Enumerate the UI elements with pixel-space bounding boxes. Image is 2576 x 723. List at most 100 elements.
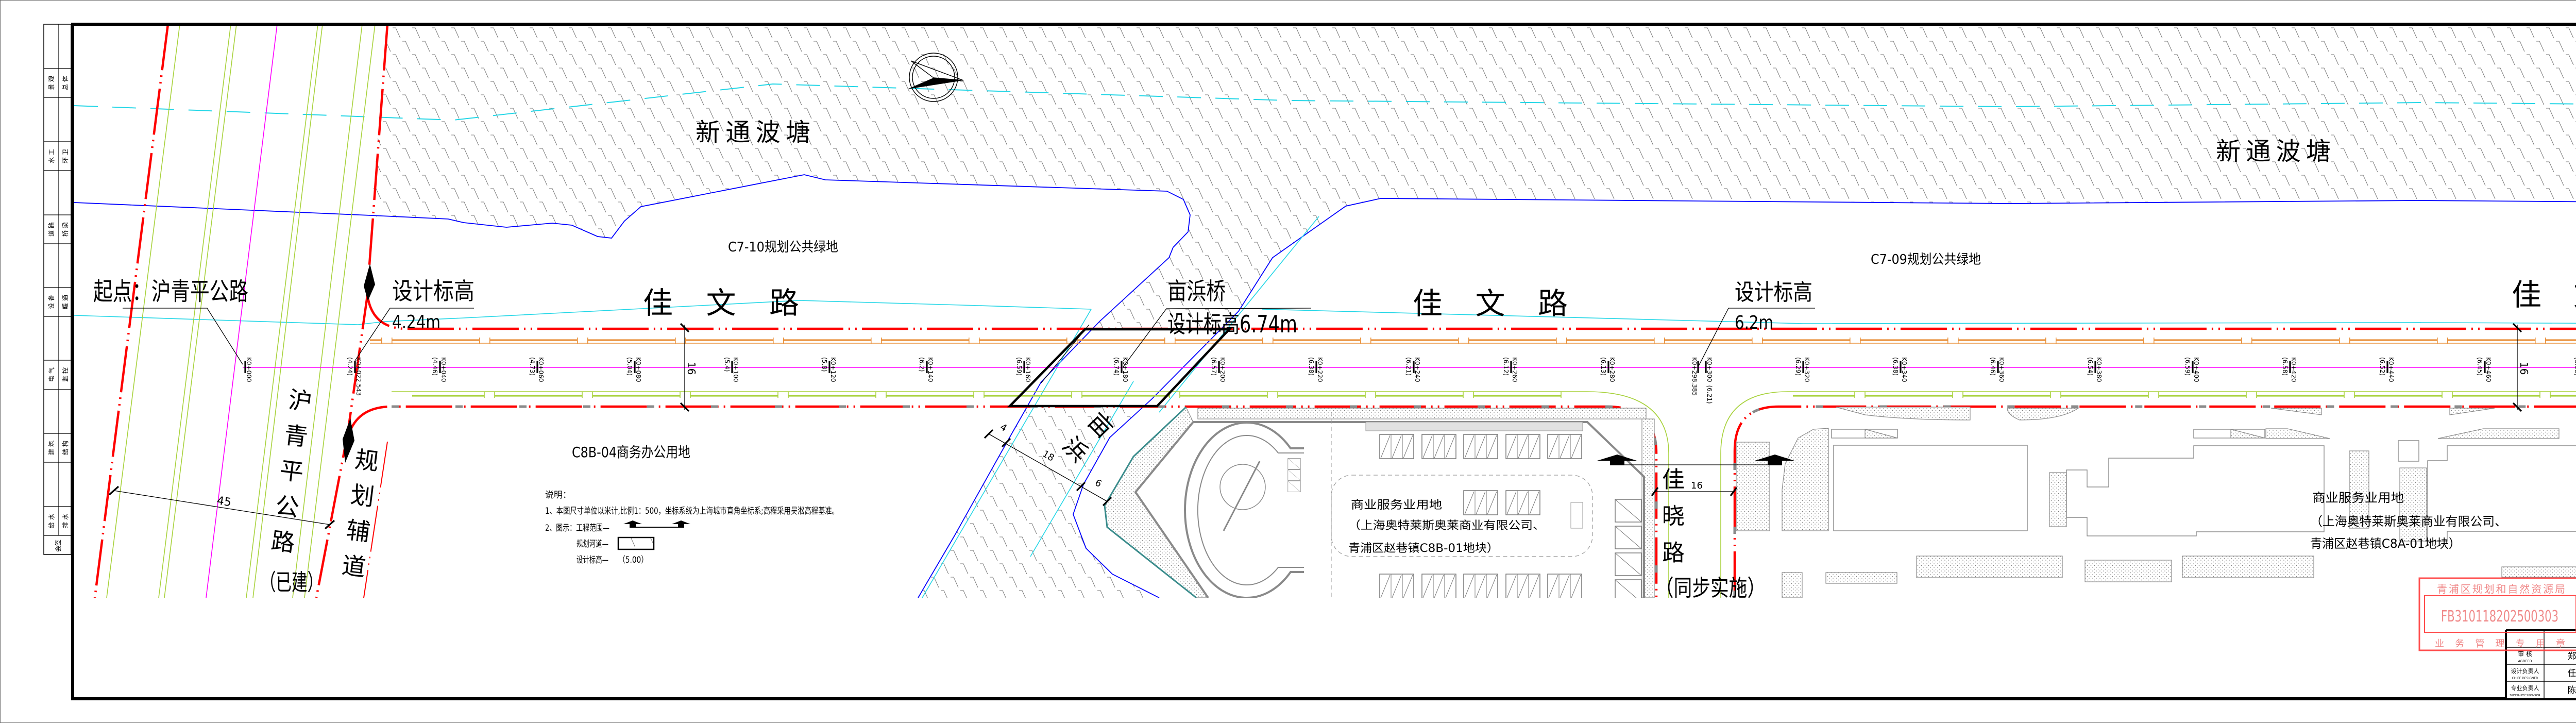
station-marker: K0+060(4.73) [529,357,545,382]
tb-chief-designer-label: 设计负责人 [2511,667,2539,675]
station-marker: K0+080(5.04) [626,357,642,382]
station-elevation: (4.46) [431,357,438,376]
station-marker: K0+440(6.52) [2379,357,2395,382]
tb-speciality-sponsor-name: 陈忠良 [2568,685,2576,696]
station-marker: K0+140(6.2) [918,357,934,382]
station-label: K0+400 [2193,357,2200,382]
station-elevation: (6.59) [1015,357,1023,376]
station-marker: K0+180(6.74) [1113,357,1129,382]
stamp-bureau-org: 青浦区规划和自然资源局 [2437,583,2565,595]
station-elevation: (6.21) [1405,357,1412,376]
station-elevation: (5.4) [723,357,731,372]
jiaxiao-status: （同步实施） [1655,575,1766,601]
leader-lines [123,308,1815,367]
countersign-景观: 景观 [48,74,55,90]
range-arrow-icon [1755,455,1794,465]
station-elevation: (6.58) [2281,357,2289,376]
parcel-east-line2: （上海奥特莱斯奥莱商业有限公司、 [2310,514,2507,529]
station-elevation: (6.54) [2087,357,2094,376]
station-marker: K0+360(6.46) [1989,357,2005,382]
jiawen-road-lines [243,288,2576,598]
river-planning-line [74,83,2576,121]
tb-agreed-name: 郑珊珊 [2568,651,2576,662]
station-marker: K0+260(6.12) [1502,357,1518,382]
station-label: K0+160 [1024,357,1031,382]
countersign-道路: 道路 [47,220,55,237]
station-elevation: (6.21) [1706,385,1713,403]
tb-agreed-label: 审 核 [2518,650,2532,658]
station-marker: K0+160(6.59) [1015,357,1031,382]
tb-speciality-sponsor-label: 专业负责人 [2511,684,2539,692]
station-elevation: (6.29) [1794,357,1802,376]
tb-chief-designer-label-en: CHIEF DESIGNER [2512,677,2538,680]
road-name-jiawen-1: 佳文路 [643,285,799,321]
dim-jiawen-width: 16 [685,362,698,375]
road-name-jiawen-2: 佳文路 [1413,286,1568,321]
countersign-strip: 景观 水工 道路 设备 电气 建筑 给水 总体 环卫 桥梁 暖通 监控 结构 排… [43,24,72,555]
parcel-east-line3: 青浦区赵巷镇C8A-01地块） [2310,536,2461,551]
mid-elev-value: 6.2m [1735,312,1773,333]
tb-agreed-label-en: AGREED [2518,659,2532,663]
station-marker: K0+000 [244,357,252,382]
station-label: K0+022.543 [355,357,362,396]
station-label: K0+080 [635,357,642,382]
station-elevation: (6.13) [1600,357,1607,376]
parcel-east-line1: 商业服务业用地 [2312,491,2404,505]
range-arrow-icon [364,264,375,301]
start-elev-label: 设计标高 [392,277,474,305]
drawing-frame [71,23,2576,700]
station-marker: K0+100(5.4) [723,357,739,382]
countersign-环卫: 环卫 [62,147,69,163]
notes-line1: 1、本图尺寸单位以米计,比例1：500，坐标系统为上海城市直角坐标系;高程采用吴… [545,506,839,516]
dim-channel-c: 6 [1093,477,1104,490]
outlet-site-east [1736,407,2576,598]
station-label: K0+260 [1511,357,1518,382]
plan-area: 45 16 16 4 18 6 16 30 [74,26,2576,601]
legend-river-hatch-icon [617,536,655,550]
station-label: K0+300 (6.21) [1706,357,1713,404]
station-marker: K0+200(6.57) [1210,357,1226,382]
station-marker: K0+340(6.38) [1892,357,1908,382]
huqingping-status: （已建） [260,569,323,596]
water-hatch-area [371,26,2576,598]
countersign-结构: 结构 [61,439,69,455]
station-marker: K0+040(4.46) [431,357,447,382]
notes-title: 说明： [545,490,571,500]
countersign-排水: 排水 [62,512,69,528]
station-label: K0+120 [829,357,837,382]
station-marker: K0+400(6.59) [2184,357,2200,382]
outlet-site-west [1104,406,1655,598]
countersign-电气: 电气 [47,365,55,382]
station-elevation: (6.74) [1113,357,1120,376]
north-arrow-icon [907,53,964,102]
station-label: K0+320 [1803,357,1810,382]
station-elevation: (6.2) [918,357,925,372]
channel-cyan-lines [922,216,1319,598]
dim-jiaxiao-width: 16 [1691,480,1703,491]
station-markers: K0+000 K0+022.543(4.24) K0+040(4.46) K0+… [244,357,2576,404]
countersign-暖通: 暖通 [62,293,69,309]
station-marker: K0+220(6.38) [1308,357,1324,382]
planning-red-line-cyan-2 [1262,309,2576,324]
station-label: K0+220 [1316,357,1324,382]
title-block: 阶 段 STAGE 施工图 审 核 AGREED 郑珊珊 郑珊珊 校 对 CHE… [2505,629,2576,699]
countersign-监控: 监控 [62,365,69,382]
parcel-west-line1: 商业服务业用地 [1351,499,1442,512]
range-arrow-icon [1597,455,1637,465]
station-k: K0+300 [1706,357,1713,382]
countersign-桥梁: 桥梁 [61,220,69,237]
countersign-给水: 给水 [48,512,55,528]
mid-elev-label: 设计标高 [1735,279,1812,306]
station-label: K0+060 [537,357,545,382]
station-elevation: (4.24) [346,357,353,376]
huqingping-road-lines [93,26,389,598]
dim-jiawen-width-2: 16 [2518,362,2530,375]
station-label: K0+100 [732,357,739,382]
station-elevation: (6.52) [2379,357,2386,376]
countersign-会签: 会签 [54,540,62,552]
notes-line2: 2、图示：工程范围— [545,523,609,533]
parcel-c8b04: C8B-04商务办公用地 [572,444,690,461]
countersign-设备: 设备 [48,293,55,309]
countersign-建筑: 建筑 [47,439,55,455]
